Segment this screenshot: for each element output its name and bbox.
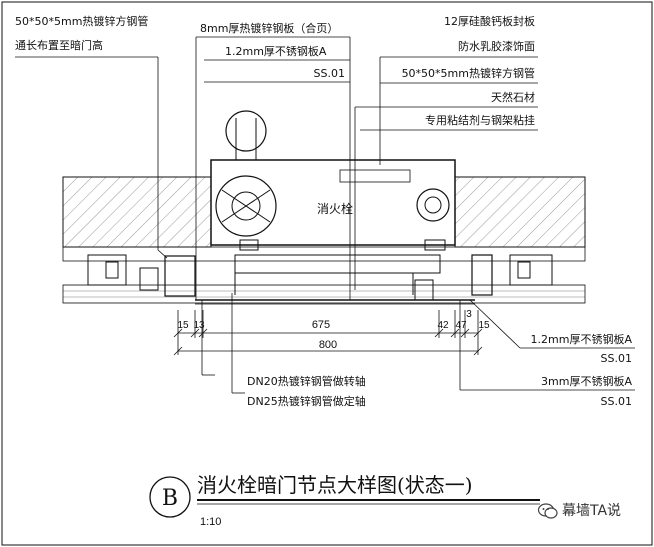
title-scale: 1:10 — [200, 516, 221, 528]
callout-right-3: 50*50*5mm热镀锌方钢管 — [402, 66, 535, 80]
stone-cladding — [62, 284, 586, 304]
callout-right-5: 专用粘结剂与钢架粘挂 — [425, 113, 535, 127]
leader-lines-bottom-right — [459, 299, 635, 391]
title-letter: B — [162, 486, 178, 511]
wechat-icon — [538, 503, 558, 519]
leader-lines-bottom-left — [201, 293, 245, 394]
wall-left — [62, 176, 212, 248]
dimension-lines — [173, 310, 483, 356]
callout-right-2: 防水乳胶漆饰面 — [458, 39, 535, 53]
callout-br-a2: SS.01 — [601, 352, 632, 365]
steel-frame-right — [471, 254, 553, 296]
dim-15-left: 15 — [177, 320, 189, 331]
callout-mid-1: 8mm厚热镀锌钢板（合页） — [200, 21, 338, 35]
wall-right — [454, 176, 586, 248]
cladding-top-band — [62, 246, 586, 262]
title-block: B 消火栓暗门节点大样图(状态一) 1:10 — [149, 473, 540, 528]
callout-br-b1: 3mm厚不锈钢板A — [541, 374, 632, 388]
steel-frame-left — [87, 254, 196, 297]
fire-hydrant-cabinet: 消火栓 — [210, 110, 456, 301]
cabinet-label: 消火栓 — [317, 201, 353, 216]
callout-mid-2: 1.2mm厚不锈钢板A — [225, 44, 327, 58]
callout-br-b2: SS.01 — [601, 395, 632, 408]
title-text: 消火栓暗门节点大样图(状态一) — [197, 473, 473, 497]
dim-675: 675 — [312, 319, 330, 331]
callout-bl-1: DN20热镀锌钢管做转轴 — [247, 374, 366, 388]
dim-13: 13 — [193, 320, 205, 331]
title-circle — [149, 476, 191, 518]
dim-800: 800 — [319, 339, 337, 351]
watermark: 幕墙TA说 — [538, 500, 638, 522]
pipe-fitting — [225, 110, 267, 152]
callout-bl-2: DN25热镀锌钢管做定轴 — [247, 394, 366, 408]
valve — [416, 188, 450, 222]
dim-42: 42 — [437, 320, 449, 331]
dim-47: 47 — [455, 320, 467, 331]
callout-br-a1: 1.2mm厚不锈钢板A — [531, 332, 633, 346]
leader-lines — [15, 36, 538, 300]
callout-left-2: 通长布置至暗门高 — [15, 38, 103, 52]
callout-left-1: 50*50*5mm热镀锌方钢管 — [15, 14, 148, 28]
callout-right-4: 天然石材 — [491, 90, 535, 104]
dim-3: 3 — [466, 309, 472, 320]
watermark-text: 幕墙TA说 — [562, 503, 622, 519]
dim-15-right: 15 — [478, 320, 490, 331]
callout-right-1: 12厚硅酸钙板封板 — [444, 14, 535, 28]
callout-mid-3: SS.01 — [314, 67, 345, 80]
hose-reel — [215, 175, 277, 237]
